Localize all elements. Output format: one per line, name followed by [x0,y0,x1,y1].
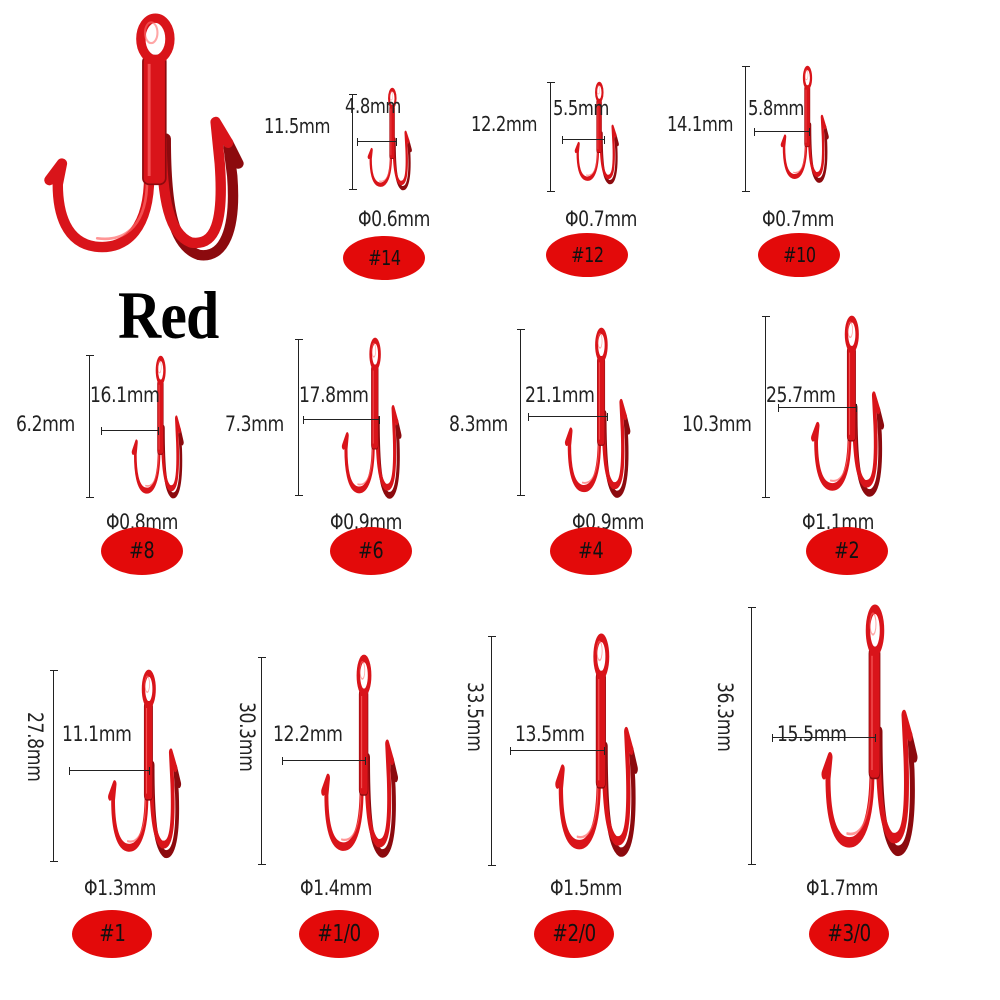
gap-label: 15.5mm [777,722,847,746]
gap-label: 17.8mm [299,383,369,407]
size-badge: #2/0 [534,910,614,958]
hero-treble-hook-icon [44,13,244,261]
gap-dimension-line [754,128,810,136]
hook-treble-hook-icon [821,604,918,856]
height-label: 6.2mm [16,412,75,436]
height-label: 7.3mm [225,412,284,436]
gap-dimension-line [101,427,159,435]
size-badge: #1/0 [299,910,379,958]
gap-label: 5.5mm [553,96,609,120]
height-dimension-line [488,636,496,866]
height-dimension-line [50,670,58,862]
gap-label: 5.8mm [748,96,804,120]
size-badge: #14 [343,236,425,280]
hook-treble-hook-icon [131,355,184,499]
height-dimension-line [86,355,94,498]
hook-treble-hook-icon [565,327,631,498]
height-label: 8.3mm [449,412,508,436]
gap-label: 21.1mm [525,383,595,407]
height-dimension-line [517,329,525,496]
height-label: 12.2mm [471,112,538,136]
gap-dimension-line [772,734,876,742]
hook-treble-hook-icon [780,65,829,183]
size-badge-label: #2 [834,538,860,564]
wire-diameter-label: Φ1.3mm [84,876,157,900]
size-badge: #1 [72,910,152,958]
height-label: 14.1mm [667,112,734,136]
wire-diameter-label: Φ1.5mm [550,876,623,900]
size-badge-label: #12 [570,243,604,267]
size-badge-label: #6 [358,538,384,564]
gap-dimension-line [303,416,380,424]
height-dimension-line [748,607,756,865]
hook-treble-hook-icon [321,654,398,858]
size-badge-label: #14 [367,246,401,270]
size-badge: #3/0 [809,910,889,958]
size-badge-label: #1/0 [317,921,361,947]
gap-dimension-line [282,757,366,765]
height-label: 30.3mm [235,702,259,772]
size-badge-label: #10 [782,243,816,267]
hook-treble-hook-icon [555,633,638,857]
wire-diameter-label: Φ0.6mm [358,207,431,231]
size-badge: #2 [806,527,888,575]
hook-treble-hook-icon [811,315,885,497]
hook-treble-hook-icon [341,337,402,499]
height-dimension-line [349,94,357,190]
size-badge-label: #3/0 [827,921,871,947]
gap-label: 11.1mm [62,722,132,746]
gap-dimension-line [510,747,605,755]
size-badge: #6 [330,527,412,575]
gap-dimension-line [528,413,608,421]
hook-treble-hook-icon [367,87,412,191]
height-dimension-line [547,82,555,192]
hook-treble-hook-icon [108,669,182,858]
size-badge-label: #8 [129,538,155,564]
height-label: 27.8mm [23,712,47,782]
height-label: 36.3mm [713,682,737,752]
height-label: 10.3mm [682,412,752,436]
hook-treble-hook-icon [574,81,619,185]
height-dimension-line [742,66,750,192]
size-badge: #10 [758,233,840,277]
wire-diameter-label: Φ0.7mm [565,207,638,231]
wire-diameter-label: Φ1.4mm [300,876,373,900]
gap-dimension-line [357,138,397,146]
size-badge: #8 [101,527,183,575]
height-dimension-line [258,657,266,865]
gap-label: 25.7mm [766,383,836,407]
height-dimension-line [762,316,770,498]
gap-dimension-line [778,404,857,412]
wire-diameter-label: Φ1.7mm [806,876,879,900]
gap-label: 16.1mm [90,383,160,407]
gap-dimension-line [69,767,150,775]
size-badge: #4 [550,527,632,575]
height-dimension-line [295,339,303,496]
gap-dimension-line [562,136,605,144]
size-badge-label: #1 [98,921,126,947]
size-badge-label: #2/0 [552,921,596,947]
wire-diameter-label: Φ0.7mm [762,207,835,231]
size-badge-label: #4 [578,538,604,564]
gap-label: 13.5mm [515,722,585,746]
gap-label: 4.8mm [345,94,401,118]
height-label: 33.5mm [463,682,487,752]
size-badge: #12 [546,233,628,277]
gap-label: 12.2mm [273,722,343,746]
height-label: 11.5mm [264,114,331,138]
color-label: Red [118,277,219,353]
